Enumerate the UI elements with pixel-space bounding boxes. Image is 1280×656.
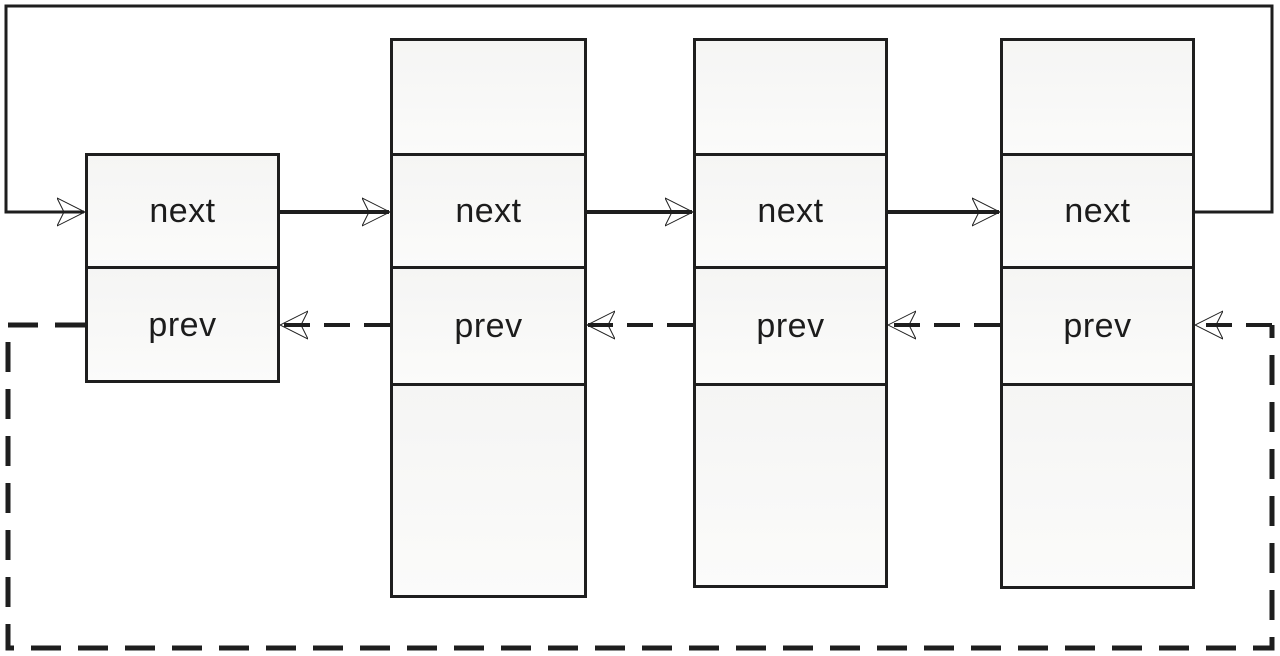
node-4-prev-cell: prev [1003,266,1192,383]
node-3-data-cell-top [696,41,885,153]
node-4-next-cell: next [1003,153,1192,266]
node-3-data-cell-bottom [696,383,885,585]
node-1-prev-label: prev [148,305,217,344]
list-node-2: next prev [390,38,587,598]
node-2-next-label: next [455,192,522,230]
node-1-next-label: next [149,192,216,230]
node-4-data-cell-top [1003,41,1192,153]
node-2-next-cell: next [393,153,584,266]
list-node-3: next prev [693,38,888,588]
node-3-next-cell: next [696,153,885,266]
node-2-prev-cell: prev [393,266,584,383]
list-node-1: next prev [85,153,280,383]
node-3-next-label: next [757,192,824,230]
node-4-prev-label: prev [1063,307,1132,345]
node-2-prev-label: prev [454,307,523,345]
node-3-prev-cell: prev [696,266,885,383]
list-node-4: next prev [1000,38,1195,589]
node-3-prev-label: prev [756,307,825,345]
prev-wrap-link-node1-to-node4 [5,322,1275,651]
node-1-prev-cell: prev [88,266,277,380]
next-wrap-link-node4-to-node1 [4,4,1274,212]
node-2-data-cell-bottom [393,383,584,595]
node-4-data-cell-bottom [1003,383,1192,586]
node-2-data-cell-top [393,41,584,153]
node-4-next-label: next [1064,192,1131,230]
node-1-next-cell: next [88,156,277,266]
